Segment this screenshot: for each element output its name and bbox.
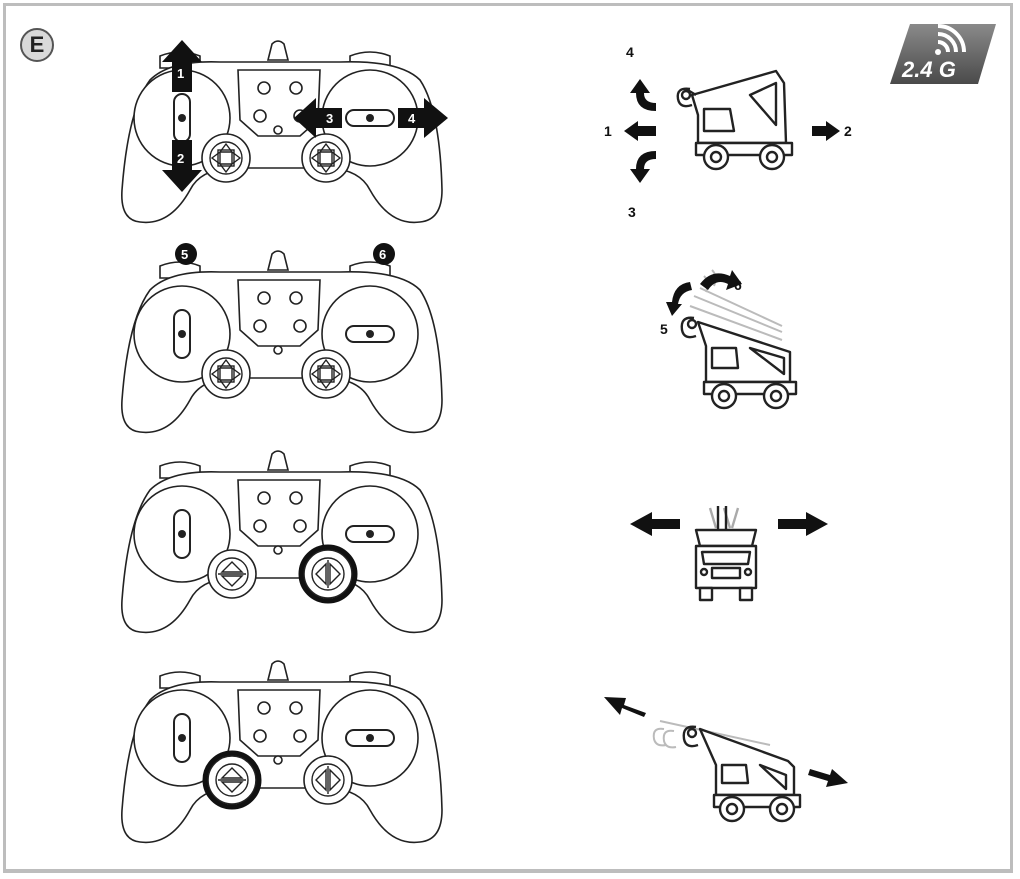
arrow-up-left-icon [604,697,646,717]
arrow-left-icon [630,512,680,536]
gamepad-row4 [120,650,460,860]
bumper-label-5: 5 [181,247,188,262]
crane-truck-icon [678,71,792,169]
stick-label-4: 4 [408,111,416,126]
logo-text: 2.4 G [901,57,956,82]
curved-arrow-down-icon [666,282,692,316]
arrow-right-icon [812,121,840,141]
arrow-left-icon [624,121,656,141]
arrow-down-right-icon [808,769,848,787]
vehicle-row4 [600,685,860,835]
gamepad-row1: 1 2 3 4 [120,40,460,240]
logo-24g: 2.4 G [888,22,998,88]
arrow-right-icon [778,512,828,536]
leftright-button-icon [312,558,344,590]
vehicle-row3 [620,500,830,610]
vehicle-label-4: 4 [626,44,634,60]
vehicle-label-3: 3 [628,204,636,220]
crane-truck-icon [684,727,800,821]
stick-label-2: 2 [177,151,184,166]
updown-button-icon [216,764,248,796]
gamepad-row2: 5 6 [120,240,460,450]
stick-label-3: 3 [326,111,333,126]
bumper-label-6: 6 [379,247,386,262]
curved-arrow-up-icon [630,79,656,111]
stick-label-1: 1 [177,66,184,81]
vehicle-row2: 6 5 [650,262,810,422]
section-badge: E [20,28,54,62]
vehicle-row1: 4 1 2 3 [600,35,860,225]
updown-button-icon [216,558,248,590]
vehicle-label-6: 6 [734,277,742,293]
vehicle-label-5: 5 [660,321,668,337]
leftright-button-icon [312,764,344,796]
truck-front-icon [696,506,756,600]
section-letter: E [30,32,45,58]
gamepad-row3 [120,450,460,660]
curved-arrow-down-icon [630,151,656,183]
vehicle-label-1: 1 [604,123,612,139]
vehicle-label-2: 2 [844,123,852,139]
